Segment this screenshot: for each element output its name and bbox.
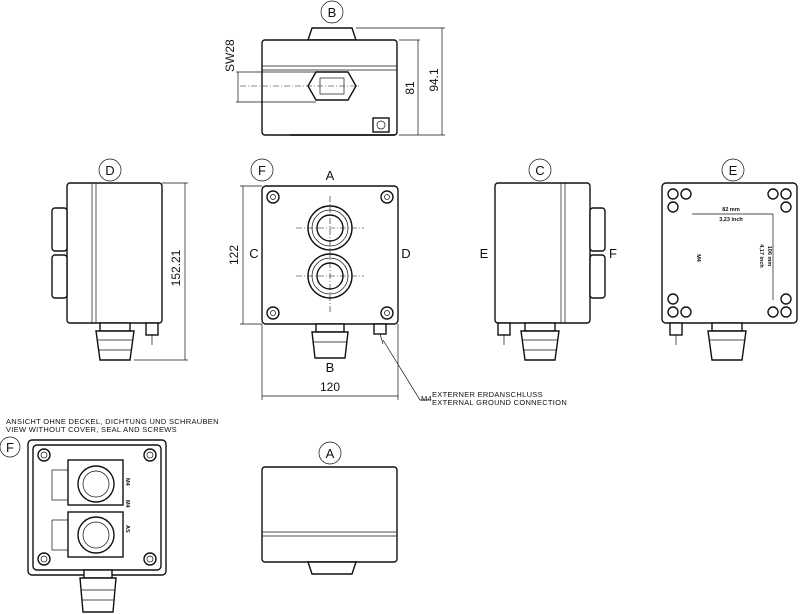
side-c-label-f: F [609,246,617,261]
bottom-enclosure [261,466,398,563]
bottom-view-button-cap [307,561,357,575]
view-label-b: B [328,5,337,20]
front-screw-bl [266,306,280,320]
inner-mark-2: AS [124,525,130,533]
back-height-mm: 106 mm [766,246,772,267]
front-screw-tl [266,190,280,204]
dim-94: 94.1 [427,68,441,92]
back-gland [707,330,747,361]
dim-120: 120 [320,380,340,394]
side-view-c-button-upper [589,207,606,252]
inner-gland [79,577,117,613]
dim-81: 81 [403,81,417,95]
view-label-a: A [326,446,335,461]
dim-152: 152.21 [169,249,183,286]
side-view-d-button-lower [51,254,68,299]
inner-mark-3: M4 [124,500,130,509]
top-view-ground-screw [372,117,390,133]
back-height-in: 4,17 inch [758,244,764,268]
side-view-d-button-upper [51,207,68,252]
back-width-in: 3,23 inch [719,217,743,223]
view-label-c: C [535,163,544,178]
side-view-d-gland [95,330,135,361]
view-badge-b [320,0,344,24]
front-label-d: D [401,246,410,261]
front-view: F A C D B 122 [227,158,567,407]
side-view-d: D 152.21 [51,158,188,361]
back-enclosure [661,182,798,324]
bottom-view: A [261,441,398,575]
view-label-f: F [258,163,266,178]
top-view: B SW28 81 94.1 [223,0,445,136]
front-label-c: C [249,246,258,261]
inner-view: ANSICHT OHNE DECKEL, DICHTUNG UND SCHRAU… [0,417,219,613]
back-mark: M4 [695,254,701,263]
dim-sw28: SW28 [223,39,237,72]
side-view-c-enclosure [494,182,591,324]
view-label-f-inner: F [6,440,14,455]
side-view-c-button-lower [589,254,606,299]
front-screw-tr [380,190,394,204]
inner-note-en: VIEW WITHOUT COVER, SEAL AND SCREWS [6,425,177,434]
front-label-a: A [326,168,335,183]
back-view: E 82 mm 3,23 inch 106 mm 4,17 inch M4 [661,158,798,361]
view-label-d: D [105,163,114,178]
inner-mark-1: M4 [124,478,130,487]
front-label-b: B [326,360,335,375]
side-view-c-gland [520,330,560,361]
side-view-d-enclosure [66,182,163,324]
back-width-mm: 82 mm [722,207,740,213]
front-screw-br [380,306,394,320]
front-gland [311,331,349,359]
ground-note-en: EXTERNAL GROUND CONNECTION [432,398,567,407]
inner-note-de: ANSICHT OHNE DECKEL, DICHTUNG UND SCHRAU… [6,417,219,426]
side-c-label-e: E [480,246,489,261]
top-view-button-cap [307,27,357,41]
dim-122: 122 [227,245,241,265]
view-label-e: E [729,163,738,178]
dim-m4: M4 [421,394,432,403]
side-view-c: C E F [480,158,617,361]
ground-note-de: EXTERNER ERDANSCHLUSS [432,390,543,399]
